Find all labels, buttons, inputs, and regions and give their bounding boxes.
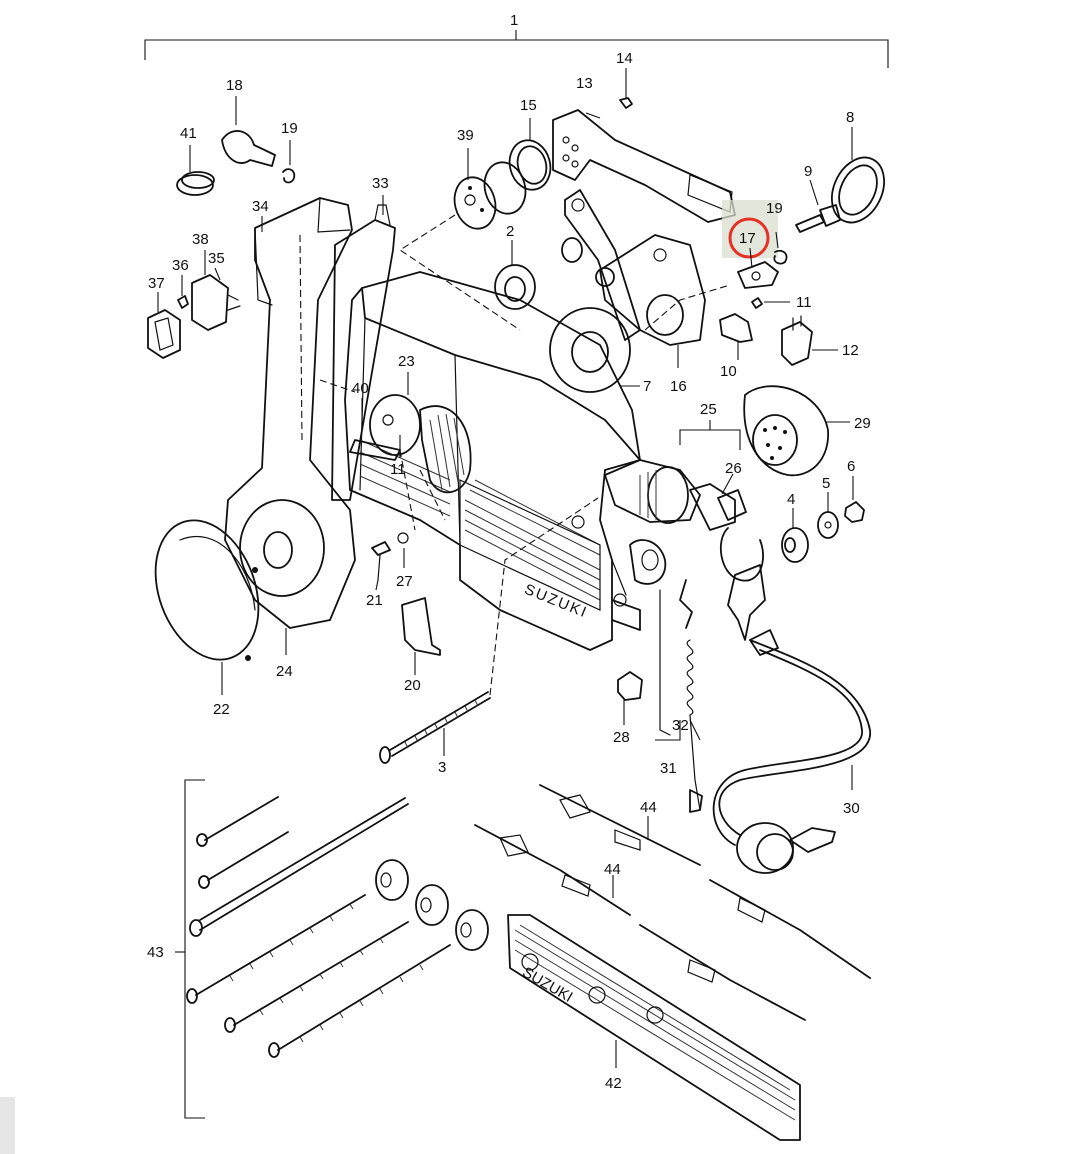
label-22: 22 bbox=[213, 701, 230, 718]
left-fittings bbox=[147, 96, 296, 359]
label-31: 31 bbox=[660, 760, 677, 777]
label-33: 33 bbox=[372, 175, 389, 192]
label-1: 1 bbox=[510, 12, 518, 29]
label-11-right: 11 bbox=[796, 294, 812, 311]
label-25: 25 bbox=[700, 401, 717, 418]
label-41: 41 bbox=[180, 125, 197, 142]
label-40: 40 bbox=[352, 380, 369, 397]
label-21: 21 bbox=[366, 592, 383, 609]
trim-plate: SUZUKI bbox=[507, 914, 801, 1141]
label-39: 39 bbox=[457, 127, 474, 144]
cover-29 bbox=[743, 385, 850, 477]
stop-lanyard bbox=[611, 539, 703, 813]
label-44-top: 44 bbox=[640, 799, 657, 816]
label-16: 16 bbox=[670, 378, 687, 395]
label-18: 18 bbox=[226, 77, 243, 94]
label-9: 9 bbox=[804, 163, 812, 180]
control-cables bbox=[474, 784, 871, 1021]
housing-brand-text: SUZUKI bbox=[522, 581, 591, 622]
label-38: 38 bbox=[192, 231, 209, 248]
label-29: 29 bbox=[854, 415, 871, 432]
leader-lines bbox=[221, 195, 779, 741]
label-44-bottom: 44 bbox=[604, 861, 621, 878]
label-8: 8 bbox=[846, 109, 854, 126]
label-14: 14 bbox=[616, 50, 633, 67]
label-27: 27 bbox=[396, 573, 413, 590]
assembly-bracket bbox=[144, 30, 889, 68]
label-30: 30 bbox=[843, 800, 860, 817]
label-42: 42 bbox=[605, 1075, 622, 1092]
small-fasteners bbox=[371, 532, 441, 675]
label-34: 34 bbox=[252, 198, 269, 215]
label-26: 26 bbox=[725, 460, 742, 477]
label-7: 7 bbox=[643, 378, 651, 395]
highlight-17 bbox=[722, 200, 779, 289]
handle-cover bbox=[154, 519, 260, 661]
switch-clips bbox=[719, 313, 838, 366]
label-15: 15 bbox=[520, 97, 537, 114]
part-labels: 1 14 13 15 18 41 19 39 8 9 33 19 17 34 2… bbox=[147, 12, 871, 1092]
long-bolt bbox=[379, 497, 599, 764]
label-20: 20 bbox=[404, 677, 421, 694]
label-19-left: 19 bbox=[281, 120, 298, 137]
throttle-linkage bbox=[549, 189, 731, 393]
label-28: 28 bbox=[613, 729, 630, 746]
label-36: 36 bbox=[172, 257, 189, 274]
fasteners-right bbox=[751, 127, 885, 309]
label-11-left: 11 bbox=[390, 461, 406, 478]
label-13: 13 bbox=[576, 75, 593, 92]
label-24: 24 bbox=[276, 663, 293, 680]
label-19-right: 19 bbox=[766, 200, 783, 217]
label-5: 5 bbox=[822, 475, 830, 492]
label-17: 17 bbox=[739, 230, 756, 247]
edge-artifact bbox=[0, 1097, 15, 1154]
control-handle bbox=[224, 197, 396, 629]
wire-harness bbox=[712, 629, 871, 874]
neutral-gear-assembly bbox=[349, 394, 472, 531]
washers bbox=[781, 476, 865, 563]
label-43: 43 bbox=[147, 944, 164, 961]
label-4: 4 bbox=[787, 491, 795, 508]
label-37: 37 bbox=[148, 275, 165, 292]
label-3: 3 bbox=[438, 759, 446, 776]
label-35: 35 bbox=[208, 250, 225, 267]
label-6: 6 bbox=[847, 458, 855, 475]
rings bbox=[398, 118, 552, 331]
label-23: 23 bbox=[398, 353, 415, 370]
label-32: 32 bbox=[672, 717, 689, 734]
label-2: 2 bbox=[506, 223, 514, 240]
label-10: 10 bbox=[720, 363, 737, 380]
label-12: 12 bbox=[842, 342, 859, 359]
cable-ties-group bbox=[175, 779, 489, 1119]
ignition-switch bbox=[604, 420, 766, 641]
